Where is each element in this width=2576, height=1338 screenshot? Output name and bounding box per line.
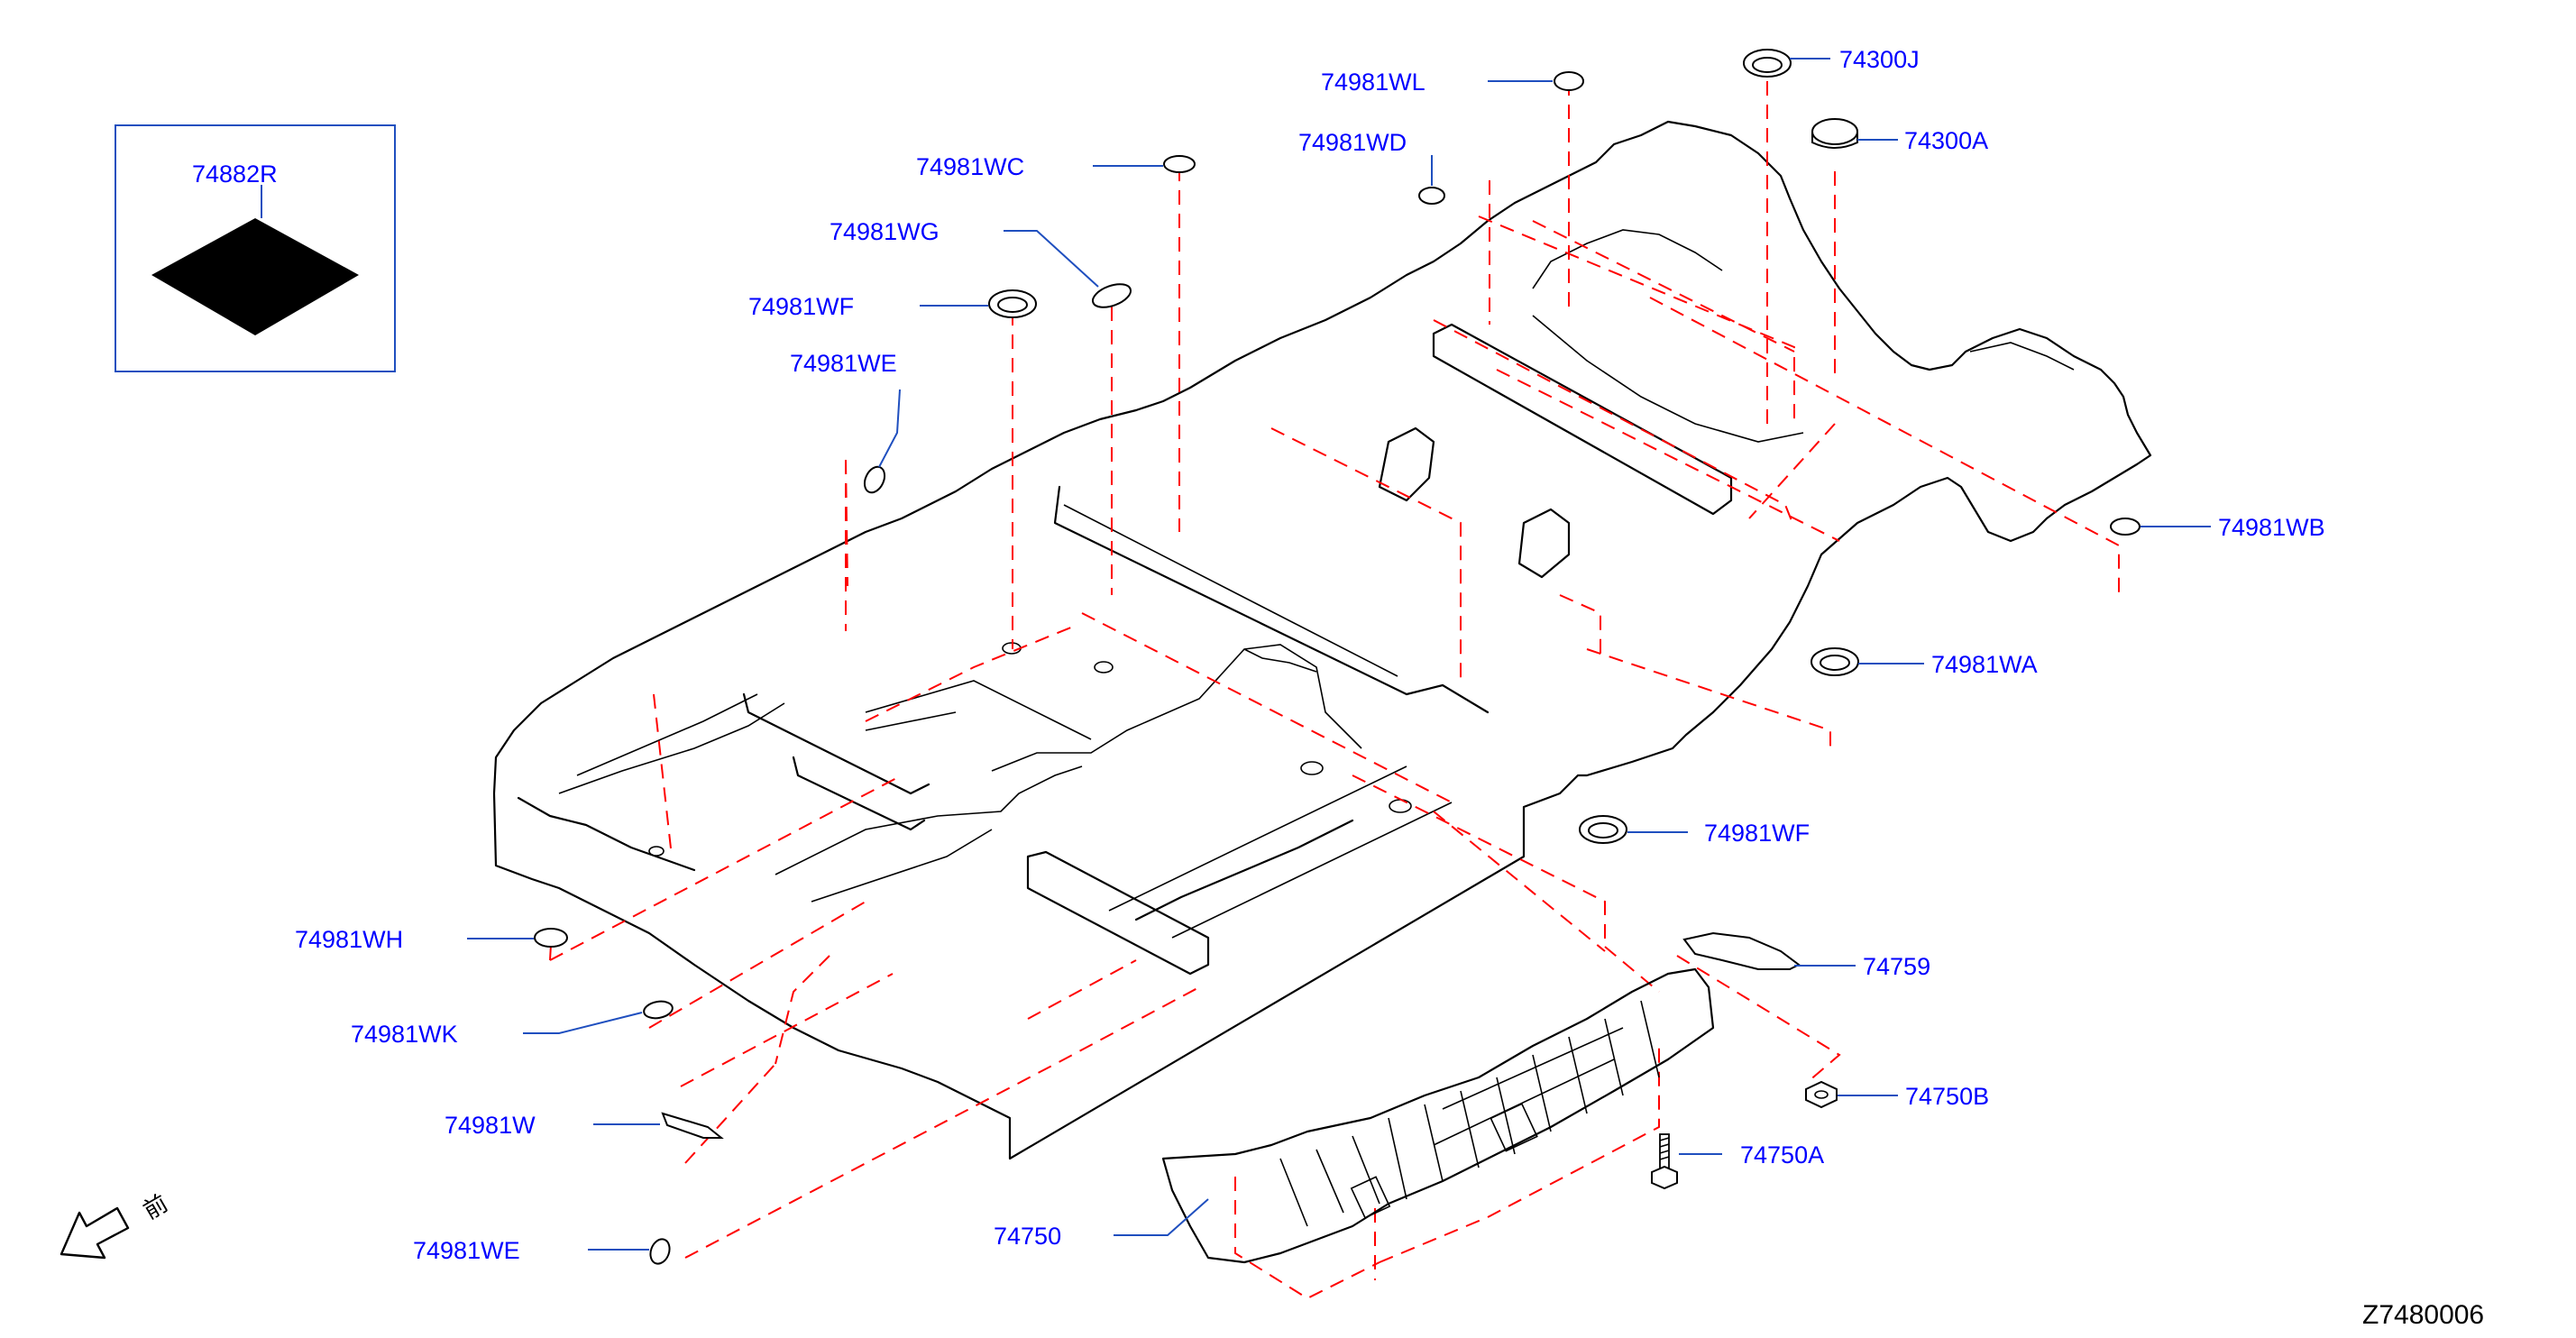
clip-74981WE-bottom [649,1238,671,1265]
label-74981WK[interactable]: 74981WK [351,1021,458,1048]
clip-74981WC [1163,155,1196,173]
clip-74981WG [1091,283,1132,308]
clip-74981WK [643,1000,674,1020]
label-74300J[interactable]: 74300J [1839,46,1920,73]
label-74981WB[interactable]: 74981WB [2218,514,2325,541]
label-74300A[interactable]: 74300A [1904,127,1988,154]
dashed-guides [549,81,2120,1300]
label-74882R[interactable]: 74882R [192,160,278,188]
label-74750[interactable]: 74750 [994,1223,1061,1250]
clip-74981WH [534,928,568,948]
part-labels: 74981WL 74300J 74300A 74981WD 74981WC 74… [295,46,2325,1264]
label-74981WD[interactable]: 74981WD [1298,129,1407,156]
front-arrow-icon [60,1206,130,1260]
label-74981WE-bottom[interactable]: 74981WE [413,1237,520,1264]
plug-74300A [1811,118,1858,145]
clip-74981WB [2110,518,2141,536]
label-74981WF-mid[interactable]: 74981WF [1704,820,1810,847]
front-indicator: 前 [60,1190,173,1260]
label-74981WH[interactable]: 74981WH [295,926,403,953]
label-74750A[interactable]: 74750A [1740,1141,1824,1168]
clip-74981WE-top [863,465,886,494]
label-74981WE-top[interactable]: 74981WE [790,350,897,377]
insulator-74750 [1161,967,1715,1264]
floor-carpet [492,120,2152,1160]
clip-74981WD [1418,187,1445,205]
label-74981WF-top[interactable]: 74981WF [748,293,854,320]
strip-74981W [661,1112,724,1139]
label-74750B[interactable]: 74750B [1905,1083,1989,1110]
label-74981WG[interactable]: 74981WG [830,218,940,245]
front-label: 前 [139,1190,173,1225]
label-74981WA[interactable]: 74981WA [1931,651,2038,678]
label-74981WC[interactable]: 74981WC [916,153,1024,180]
label-74981W[interactable]: 74981W [445,1112,536,1139]
inset-box: 74882R [115,124,396,372]
sheet-part-icon [151,218,359,335]
diagram-code: Z7480006 [2362,1300,2484,1330]
clips [534,49,2141,1265]
label-74981WL[interactable]: 74981WL [1321,69,1426,96]
leader-lines [467,58,2211,1251]
label-74759[interactable]: 74759 [1863,953,1930,980]
bracket-74759 [1682,931,1801,970]
clip-74981WL [1554,71,1584,91]
